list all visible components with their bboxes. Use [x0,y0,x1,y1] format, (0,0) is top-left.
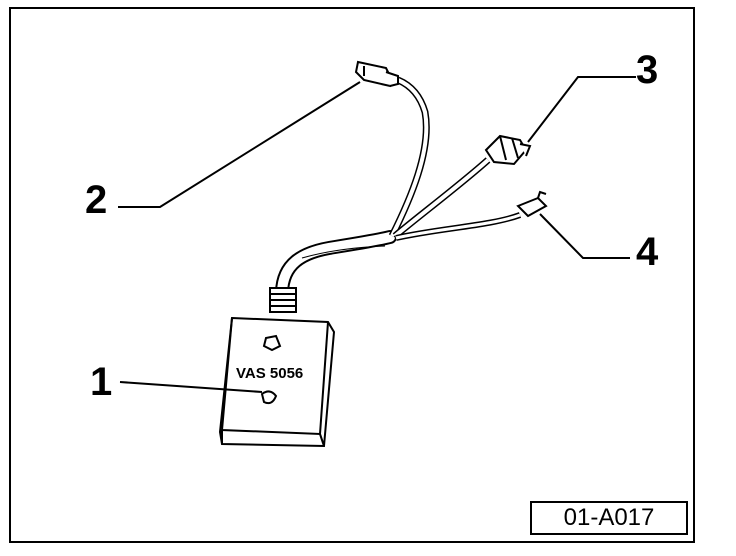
main-cable [275,230,397,299]
callout-4: 4 [636,230,659,274]
connector-2 [354,60,399,88]
figure-id-box: 01-A017 [530,501,688,535]
leader-line-4 [539,213,630,259]
adapter-box [218,316,336,448]
wire-to-connector-3 [392,157,491,239]
wire-to-connector-2 [388,76,430,238]
leader-line-3 [527,76,636,143]
callout-1: 1 [90,360,113,404]
device-label: VAS 5056 [236,365,303,382]
strain-relief [269,287,297,313]
connector-4 [516,190,548,218]
callout-3: 3 [636,48,659,92]
wire-to-connector-4 [395,212,522,241]
figure-id: 01-A017 [563,504,655,531]
figure-frame [9,7,695,543]
leader-line-2 [118,81,361,208]
leader-line-1 [119,381,263,393]
leader-lines [118,76,636,393]
callout-2: 2 [85,178,108,222]
connector-3 [484,134,532,166]
